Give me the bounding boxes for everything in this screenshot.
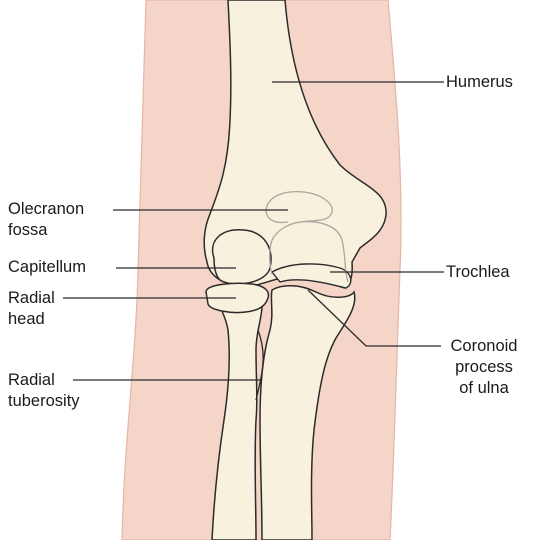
label-humerus: Humerus xyxy=(446,72,513,93)
label-capitellum: Capitellum xyxy=(8,257,86,278)
label-trochlea: Trochlea xyxy=(446,262,510,283)
label-radial-tuberosity: Radial tuberosity xyxy=(8,370,80,412)
label-coronoid-process: Coronoid process of ulna xyxy=(436,336,532,399)
capitellum-shape xyxy=(213,230,271,284)
label-radial-head: Radial head xyxy=(8,288,55,330)
label-olecranon-fossa: Olecranon fossa xyxy=(8,199,84,241)
